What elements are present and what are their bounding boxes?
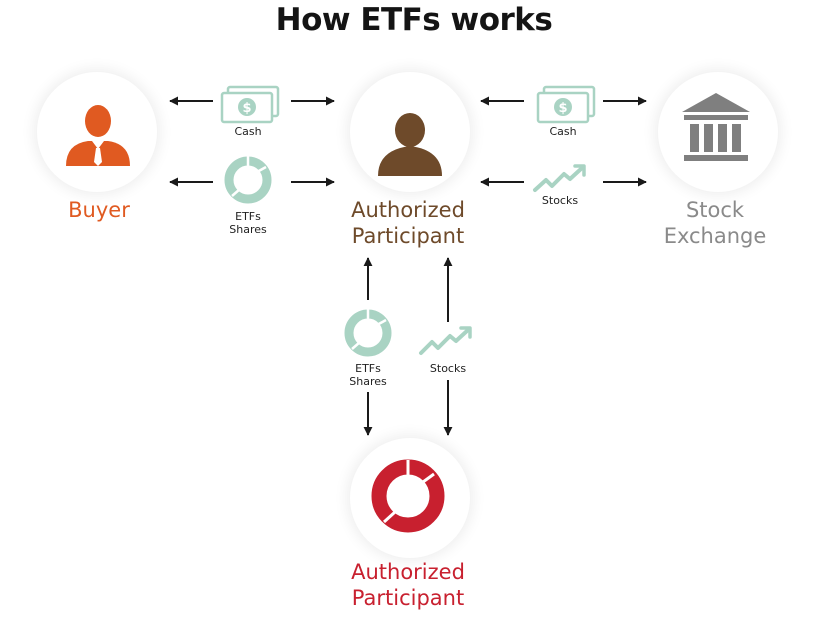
authorized-participant-top-label: Authorized Participant bbox=[320, 197, 496, 249]
etf-shares-label-vertical: ETFs Shares bbox=[338, 362, 398, 388]
svg-text:$: $ bbox=[558, 101, 567, 116]
stocks-label-right: Stocks bbox=[541, 194, 579, 207]
etf-label-line2: Shares bbox=[229, 223, 267, 236]
person-icon bbox=[378, 113, 442, 176]
bank-building-icon bbox=[682, 93, 750, 161]
etf-donut-icon bbox=[224, 155, 272, 204]
ap-bottom-line1: Authorized bbox=[351, 560, 465, 584]
exchange-line2: Exchange bbox=[663, 224, 767, 248]
cash-label-right: Cash bbox=[549, 125, 577, 138]
ap-top-line1: Authorized bbox=[351, 198, 465, 222]
buyer-label: Buyer bbox=[68, 198, 130, 222]
etf-label-line1: ETFs bbox=[235, 210, 261, 223]
stocks-label-vertical: Stocks bbox=[429, 362, 467, 375]
authorized-participant-bottom-node bbox=[350, 438, 470, 558]
trend-up-icon bbox=[533, 164, 586, 192]
etf-donut-icon bbox=[344, 308, 392, 357]
etf-shares-label-left: ETFs Shares bbox=[218, 210, 278, 236]
etf-vertical-line1: ETFs bbox=[355, 362, 381, 375]
cash-label-left: Cash bbox=[234, 125, 262, 138]
businessman-icon bbox=[66, 105, 130, 166]
donut-chart-icon bbox=[371, 459, 445, 533]
page-title: How ETFs works bbox=[275, 2, 553, 38]
stock-exchange-label: Stock Exchange bbox=[640, 197, 790, 249]
trend-up-icon bbox=[419, 326, 472, 355]
ap-top-line2: Participant bbox=[351, 224, 465, 248]
cash-bill-icon: $ bbox=[220, 85, 280, 124]
svg-text:$: $ bbox=[242, 101, 251, 116]
exchange-line1: Stock bbox=[685, 198, 745, 222]
ap-bottom-line2: Participant bbox=[351, 586, 465, 610]
etf-vertical-line2: Shares bbox=[349, 375, 387, 388]
authorized-participant-bottom-label: Authorized Participant bbox=[320, 559, 496, 611]
cash-bill-icon: $ bbox=[536, 85, 596, 124]
